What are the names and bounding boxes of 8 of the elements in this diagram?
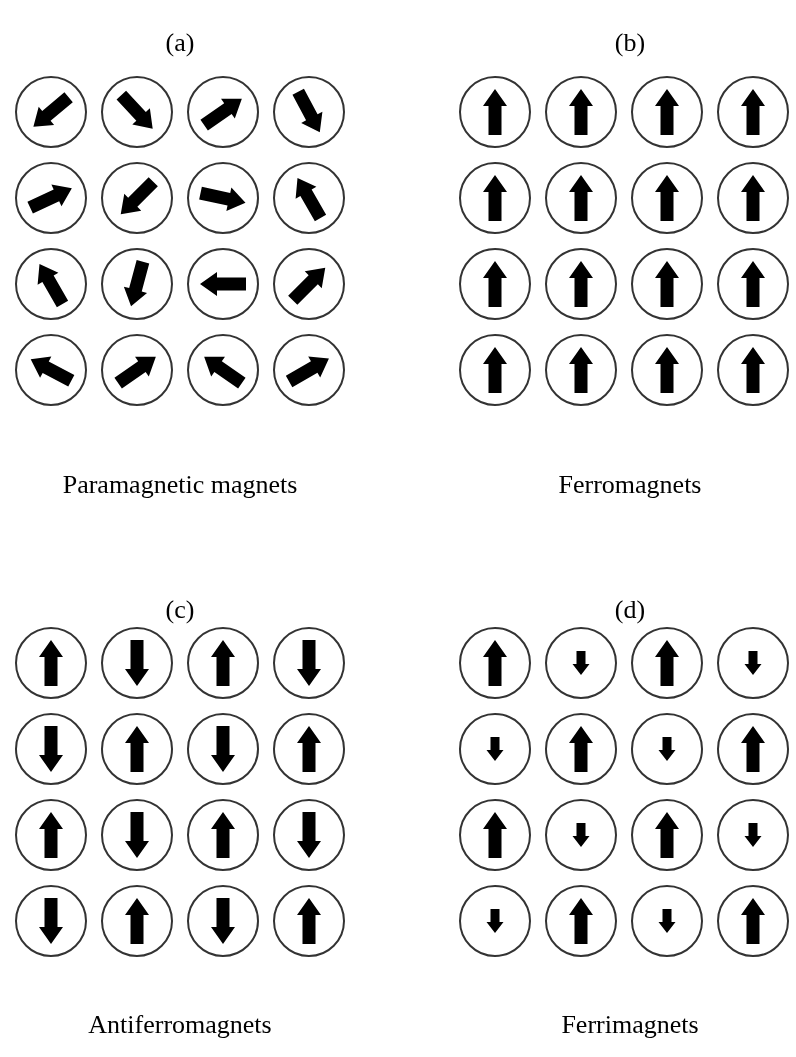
- panel-caption: Ferrimagnets: [561, 1010, 699, 1040]
- panel-label: (a): [165, 28, 195, 58]
- panel-caption: Ferromagnets: [558, 470, 702, 500]
- panel-caption: Paramagnetic magnets: [62, 470, 298, 500]
- panel-label: (c): [165, 595, 195, 625]
- panel-label: (d): [614, 595, 646, 625]
- panel-caption: Antiferromagnets: [88, 1010, 272, 1040]
- panel-label: (b): [614, 28, 646, 58]
